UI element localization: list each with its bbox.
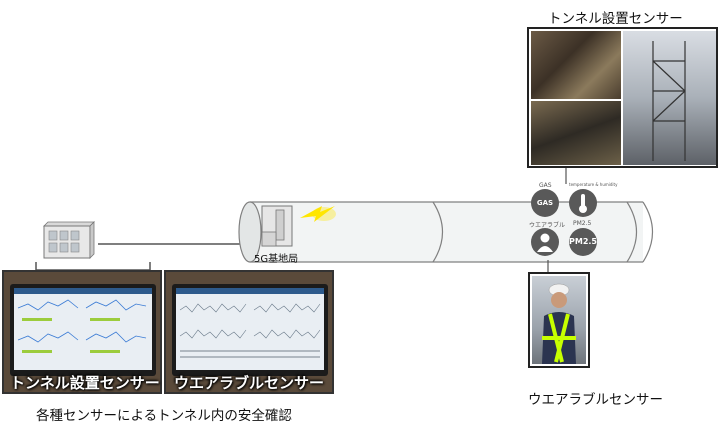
monitor-screen-right xyxy=(176,288,324,370)
base-station-equipment xyxy=(261,205,293,247)
sensor-icon-cluster: GAS GAS temperature & humidity ウエアラブル PM… xyxy=(527,182,617,262)
tunnel-sensor-title: トンネル設置センサー xyxy=(548,11,683,27)
sensor-cable-photo xyxy=(531,101,621,165)
wearable-sensor-title: ウエアラブルセンサー xyxy=(528,392,663,408)
gas-sensor-icon: GAS xyxy=(531,189,559,217)
tunnel-entrance xyxy=(238,201,262,263)
gas-icon-caption: GAS xyxy=(539,182,552,189)
tunnel-sensor-photo-panel xyxy=(527,27,718,168)
temperature-icon-caption: temperature & humidity xyxy=(569,182,618,187)
worker-photo xyxy=(532,276,586,364)
diagram-caption: 各種センサーによるトンネル内の安全確認 xyxy=(36,408,292,424)
pm25-sensor-icon: PM2.5 xyxy=(569,228,597,256)
pm25-icon-caption: PM2.5 xyxy=(573,220,592,227)
monitor-right-banner: ウエアラブルセンサー xyxy=(174,374,325,392)
worker-icon xyxy=(531,228,559,256)
signal-bolt xyxy=(300,206,335,222)
thermometer-icon xyxy=(569,189,597,217)
wearable-icon-caption: ウエアラブル xyxy=(529,222,566,229)
wearable-sensor-photo-panel xyxy=(528,272,590,368)
monitor-left-banner: トンネル設置センサー xyxy=(10,374,160,392)
monitor-connector xyxy=(35,262,151,271)
site-office-icon xyxy=(40,220,96,260)
monitor-wearable-sensors: ウエアラブルセンサー xyxy=(164,270,334,394)
scaffold-tower-photo xyxy=(623,31,716,165)
base-station-label: 5G基地局 xyxy=(254,254,299,265)
sensor-equipment-photo xyxy=(531,31,621,99)
monitor-tunnel-sensors: トンネル設置センサー xyxy=(2,270,162,394)
monitor-screen-left xyxy=(14,288,152,370)
